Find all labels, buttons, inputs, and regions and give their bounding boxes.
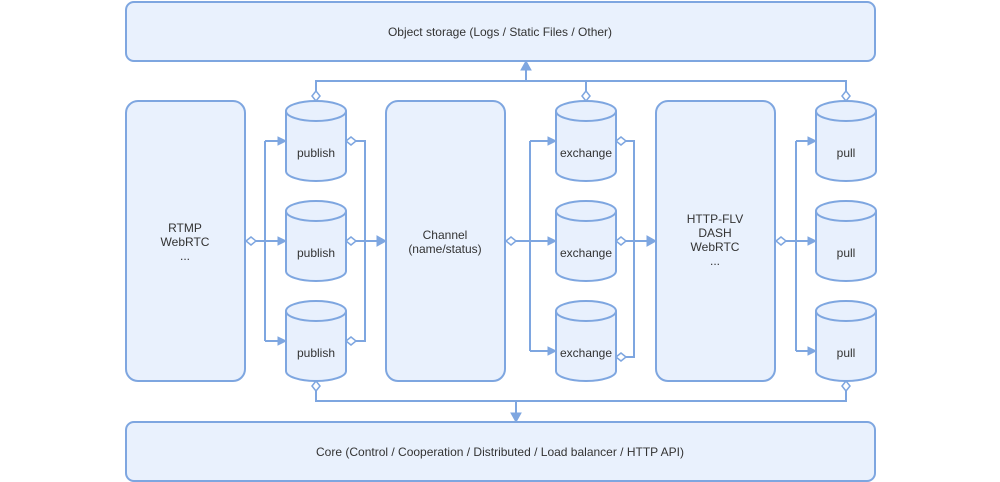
diamond-marker-icon xyxy=(774,236,788,246)
arrow-head-icon xyxy=(520,59,532,71)
arrow-head-icon xyxy=(807,236,818,246)
diamond-markers xyxy=(244,89,851,393)
diamond-marker-icon xyxy=(344,336,358,346)
pull-label: pull xyxy=(837,346,856,360)
channel-box: Channel (name/status) xyxy=(385,100,506,382)
exchange-label: exchange xyxy=(560,146,612,160)
arrow-head-icon xyxy=(547,136,558,146)
arrow-head-icon xyxy=(807,136,818,146)
edge-output-split xyxy=(776,140,810,352)
diamond-marker-icon xyxy=(311,89,321,103)
ingest-protocol-rtmp: RTMP xyxy=(168,221,202,235)
channel-title: Channel xyxy=(423,228,468,242)
exchange-node: exchange xyxy=(555,100,617,182)
diamond-marker-icon xyxy=(614,236,628,246)
arrow-head-icon xyxy=(510,412,522,424)
publish-label: publish xyxy=(297,346,335,360)
output-protocol-more: ... xyxy=(710,254,720,268)
arrow-head-icon xyxy=(277,236,288,246)
output-protocol-webrtc: WebRTC xyxy=(691,240,740,254)
pull-node: pull xyxy=(815,200,877,282)
diamond-marker-icon xyxy=(614,352,628,362)
arrow-head-icon xyxy=(277,336,288,346)
output-protocol-http-flv: HTTP-FLV xyxy=(687,212,743,226)
pull-label: pull xyxy=(837,146,856,160)
output-protocol-dash: DASH xyxy=(698,226,731,240)
arrow-head-icon xyxy=(807,346,818,356)
arrow-heads xyxy=(277,59,818,424)
object-storage-label: Object storage (Logs / Static Files / Ot… xyxy=(388,25,612,39)
exchange-label: exchange xyxy=(560,346,612,360)
diamond-marker-icon xyxy=(311,379,321,393)
ingest-protocols-box: RTMP WebRTC ... xyxy=(125,100,246,382)
channel-subtitle: (name/status) xyxy=(408,242,481,256)
pull-label: pull xyxy=(837,246,856,260)
edge-channel-split xyxy=(506,140,550,352)
diamond-marker-icon xyxy=(841,89,851,103)
publish-label: publish xyxy=(297,146,335,160)
diamond-marker-icon xyxy=(504,236,518,246)
exchange-node: exchange xyxy=(555,200,617,282)
diamond-marker-icon xyxy=(344,236,358,246)
publish-node: publish xyxy=(285,100,347,182)
diamond-marker-icon xyxy=(614,136,628,146)
edge-exchange-merge xyxy=(620,140,649,358)
publish-node: publish xyxy=(285,300,347,382)
arrow-head-icon xyxy=(547,346,558,356)
pull-node: pull xyxy=(815,300,877,382)
diamond-marker-icon xyxy=(581,89,591,103)
edge-core-bus xyxy=(315,386,847,415)
arrow-head-icon xyxy=(277,136,288,146)
diamond-marker-icon xyxy=(841,379,851,393)
exchange-label: exchange xyxy=(560,246,612,260)
core-label: Core (Control / Cooperation / Distribute… xyxy=(316,445,684,459)
ingest-protocol-more: ... xyxy=(180,249,190,263)
output-protocols-box: HTTP-FLV DASH WebRTC ... xyxy=(655,100,776,382)
core-box: Core (Control / Cooperation / Distribute… xyxy=(125,421,876,482)
publish-node: publish xyxy=(285,200,347,282)
edge-storage-bus xyxy=(315,68,847,96)
exchange-node: exchange xyxy=(555,300,617,382)
object-storage-box: Object storage (Logs / Static Files / Ot… xyxy=(125,1,876,62)
arrow-head-icon xyxy=(547,236,558,246)
diamond-marker-icon xyxy=(344,136,358,146)
arrow-head-icon xyxy=(376,235,388,247)
pull-node: pull xyxy=(815,100,877,182)
publish-label: publish xyxy=(297,246,335,260)
ingest-protocol-webrtc: WebRTC xyxy=(161,235,210,249)
diamond-marker-icon xyxy=(244,236,258,246)
arrow-head-icon xyxy=(646,235,658,247)
